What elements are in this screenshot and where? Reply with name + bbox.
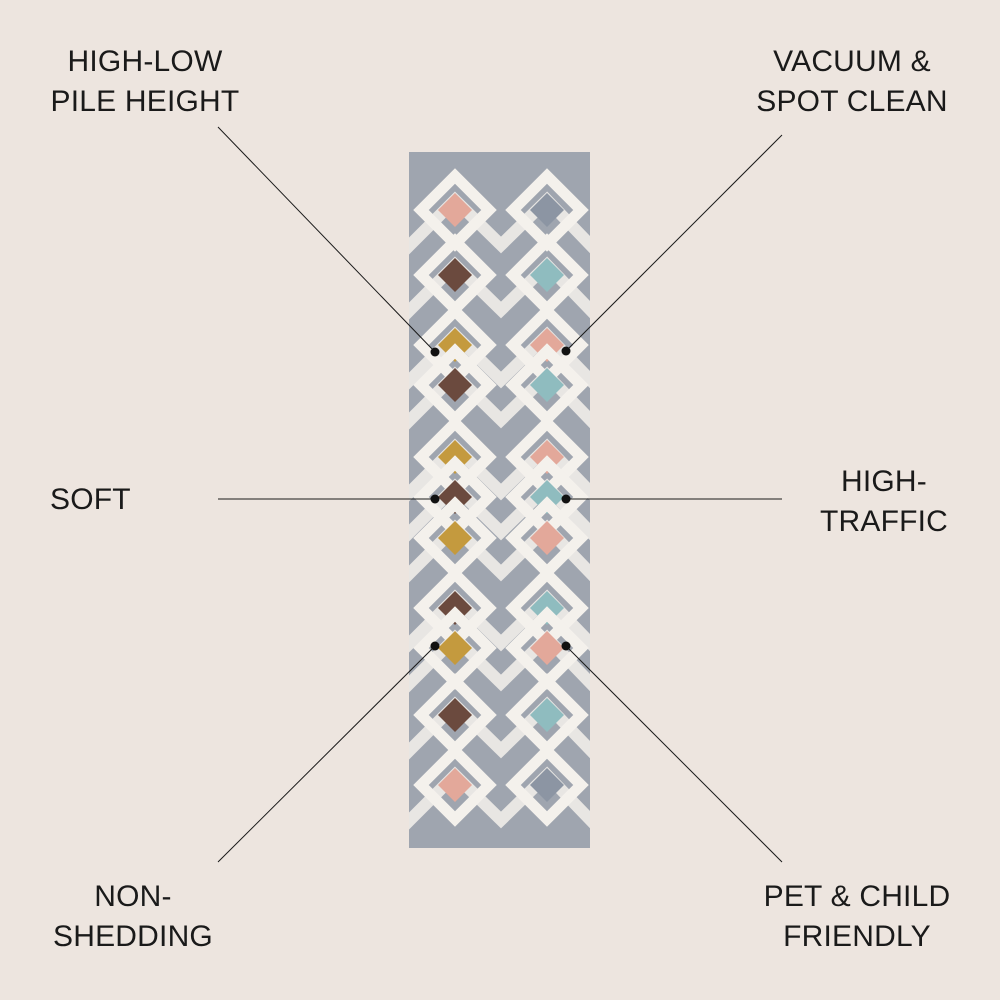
feature-label-pile-height: HIGH-LOW PILE HEIGHT [45,42,245,122]
feature-label-soft: SOFT [50,480,131,520]
rug-diamond-brown [438,258,472,292]
label-line: PILE HEIGHT [50,85,240,118]
callout-line [217,645,436,863]
callout-dot [430,494,440,504]
rug-diamond-pink [530,631,564,665]
callout-line [565,134,783,352]
rug-diamond-pink [438,193,472,227]
label-line: HIGH- [841,465,927,498]
callout-lines [217,126,783,863]
label-line: HIGH-LOW [67,45,223,78]
label-line: SOFT [50,483,131,516]
rug-diamond-teal [530,368,564,402]
callout-dot [561,641,571,651]
label-line: NON- [94,880,172,913]
feature-label-high-traffic: HIGH- TRAFFIC [784,462,984,542]
rug-diamond-mustard [438,631,472,665]
callout-dot [561,346,571,356]
label-line: SPOT CLEAN [756,85,948,118]
rug-diamond-pink [438,768,472,802]
feature-label-vacuum-spot-clean: VACUUM & SPOT CLEAN [752,42,952,122]
rug-diamond-brown [438,698,472,732]
label-line: VACUUM & [773,45,931,78]
rug-diamond-outline [505,743,589,827]
label-line: SHEDDING [53,920,213,953]
callout-line [565,645,783,863]
rug-diamond-brown [438,368,472,402]
callout-dot [430,347,440,357]
label-line: TRAFFIC [819,505,949,538]
rug-diamond-teal [530,258,564,292]
rug-diamond-mustard [438,521,472,555]
label-line: FRIENDLY [783,920,931,953]
rug-diamond-outline [413,743,497,827]
feature-label-pet-child-friendly: PET & CHILD FRIENDLY [757,877,957,957]
rug-diamond-pink [530,521,564,555]
label-line: PET & CHILD [763,880,951,913]
callout-line [217,126,436,353]
rug-diamond-grey [530,768,564,802]
rug-diamond-teal [530,698,564,732]
rug-diamond-grey [530,193,564,227]
callout-dot [430,641,440,651]
feature-label-non-shedding: NON- SHEDDING [33,877,233,957]
callout-dot [561,494,571,504]
